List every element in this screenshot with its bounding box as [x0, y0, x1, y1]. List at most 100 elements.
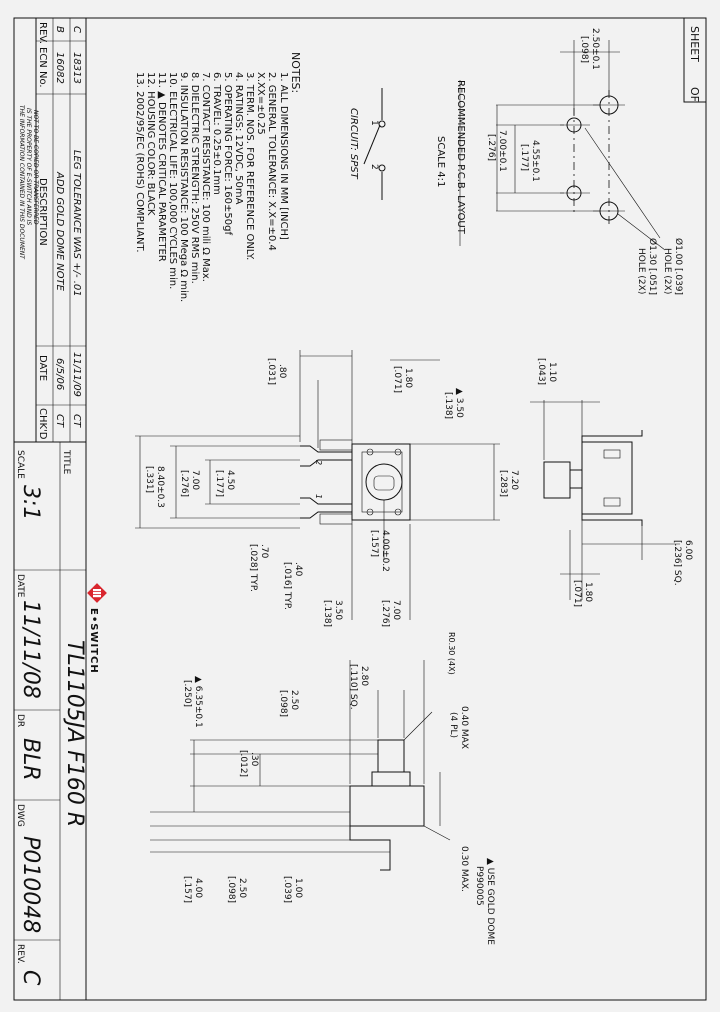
note-6: 6. TRAVEL: 0.25±0.1mm: [211, 72, 222, 195]
bottom-dim-7-00: 7.00: [391, 600, 401, 620]
note-4: 4. RATINGS: 12VDC, 50mA: [233, 72, 244, 205]
scale-label: SCALE: [15, 450, 25, 479]
front-dim-2-50: 2.50: [289, 690, 299, 710]
top-dim-3-50: ▲ 3.50: [454, 388, 464, 418]
desc-b: ADD GOLD DOME NOTE: [54, 171, 65, 292]
rev-b: B: [54, 26, 65, 33]
date-b: 6/5/06: [54, 358, 65, 390]
note-2: 2. GENERAL TOLERANCE: X.X=±0.4: [266, 72, 277, 251]
note-8: 8. DIELECTRIC STRENGTH: 250V RMS min.: [189, 72, 200, 284]
top-dim-1-80: 1.80: [403, 368, 413, 388]
front-dim-0-40: 0.40 MAX: [459, 706, 469, 749]
date-header: DATE: [37, 355, 48, 381]
front-dim-1-00-in: [.039]: [282, 876, 292, 903]
bottom-dim-0-40-in: [.016] TYP.: [282, 562, 292, 610]
desc-c: LEG TOLERANCE WAS +/- .01: [71, 150, 82, 297]
ecn-b: 16082: [54, 52, 65, 84]
top-view: 2 1 1.80 [.071] .80 [.031] ▲ 3.50 [.138]…: [135, 350, 519, 627]
disclaimer-line-2: IS THE PROPERTY OF E-SWITCH AND IS: [25, 108, 32, 225]
hole-large-count: HOLE (2X): [636, 248, 646, 294]
circuit-label: CIRCUIT: SPST: [348, 108, 359, 180]
ecn-header: ECN No.: [37, 47, 48, 88]
left-dim-8-40: 8.40±0.3: [155, 466, 165, 508]
side-dim-6-00-in: [.236] SQ.: [672, 540, 682, 586]
dwg-label: DWG: [15, 804, 25, 827]
description-header: DESCRIPTION: [37, 178, 48, 246]
front-dim-0-30-max: 0.30 MAX.: [459, 846, 469, 892]
front-dim-4-00: 4.00: [193, 878, 203, 898]
rev-value: C: [18, 970, 43, 986]
top-dim-0-80: .80: [277, 364, 287, 379]
front-dim-2-80: 2.80: [359, 666, 369, 686]
circuit-pin-1: 1: [369, 120, 379, 126]
disclaimer-line-3: NOT TO BE COPIED OR TRANSFERRED: [32, 110, 39, 225]
notes-block: NOTES: 1. ALL DIMENSIONS IN MM [INCH] 2.…: [134, 52, 302, 302]
pcb-dim-7-00-in: [.276]: [486, 134, 496, 161]
left-dim-8-40-in: [.331]: [144, 466, 154, 493]
brand-name: E•SWITCH: [88, 608, 99, 674]
side-dim-1-10: 1.10: [547, 362, 557, 382]
pcb-layout: RECOMMENDED P.C.B. LAYOUT SCALE 4:1 2.50…: [435, 28, 684, 295]
pin-2-top: 2: [314, 460, 323, 465]
of-label: OF: [688, 87, 701, 102]
title-label: TITLE: [61, 449, 71, 475]
pcb-dim-2-50-in: [.098]: [579, 36, 589, 63]
pcb-dim-4-55: 4.55±0.1: [530, 140, 540, 182]
dwg-value: P010048: [18, 836, 43, 933]
left-dim-7-00: 7.00: [190, 470, 200, 490]
revision-block: REV. ECN No. DESCRIPTION DATE CHK'D B 16…: [18, 17, 87, 443]
pcb-dim-7-00: 7.00±0.1: [497, 130, 507, 172]
chkd-header: CHK'D: [37, 408, 48, 440]
front-view: R0.30 (4X) 2.80 [.110] SQ. 2.50 [.098] 0…: [150, 632, 495, 945]
bottom-dim-7-00-in: [.276]: [380, 600, 390, 627]
pcb-title: RECOMMENDED P.C.B. LAYOUT: [455, 80, 466, 235]
hole-small-size: Ø1.00 [.039]: [673, 238, 684, 295]
rev-label: REV.: [15, 944, 25, 964]
date-value: 11/11/08: [18, 600, 43, 699]
left-dim-7-00-in: [.276]: [179, 470, 189, 497]
front-radius: R0.30 (4X): [447, 632, 456, 675]
circuit-diagram: 1 2 CIRCUIT: SPST: [348, 88, 386, 200]
hole-large-size: Ø1.30 [.051]: [647, 238, 658, 295]
top-dim-1-80-in: [.071]: [392, 366, 402, 393]
rev-header: REV.: [37, 22, 48, 44]
ecn-c: 18313: [71, 52, 82, 84]
bottom-dim-4-00: 4.00±0.2: [380, 530, 390, 572]
scale-value: 3:1: [18, 485, 43, 520]
date-c: 11/11/09: [71, 352, 82, 397]
side-dim-1-80-in: [.071]: [572, 580, 582, 607]
front-dim-6-35: ▲ 6.35±0.1: [193, 676, 203, 728]
front-dim-2-80-in: [.110] SQ.: [348, 664, 358, 710]
bottom-dim-0-70-in: [.028] TYP.: [248, 544, 258, 592]
left-dim-4-50: 4.50: [225, 470, 235, 490]
disclaimer-line-1: THE INFORMATION CONTAINED IN THIS DOCUME…: [18, 105, 25, 260]
note-1: 1. ALL DIMENSIONS IN MM [INCH]: [278, 72, 289, 240]
circuit-pin-2: 2: [369, 164, 379, 170]
note-2b: X.XX=±0.25: [255, 72, 266, 135]
bottom-dim-4-00-in: [.157]: [369, 530, 379, 557]
note-5: 5. OPERATING FORCE: 160±50gf: [222, 72, 233, 235]
sheet-border: [13, 17, 707, 1001]
rev-c: C: [71, 26, 82, 33]
chk-c: CT: [71, 414, 82, 428]
note-3: 3. TERM. NOS. FOR REFERENCE ONLY.: [244, 72, 255, 260]
note-11: 11. ▲ DENOTES CRITICAL PARAMETER: [156, 72, 167, 262]
notes-title: NOTES:: [289, 52, 302, 93]
note-9: 9. INSULATION RESISTANCE: 100 Mega Ω min…: [178, 72, 189, 302]
note-7: 7. CONTACT RESISTANCE: 100 mili Ω Max.: [200, 72, 211, 282]
bottom-dim-0-70: .70: [259, 544, 269, 559]
part-number: TL1105JA F160 R: [62, 640, 87, 827]
dr-value: BLR: [18, 738, 43, 781]
dr-label: DR: [15, 714, 25, 727]
gold-dome-note: ▲ USE GOLD DOME: [485, 858, 495, 945]
note-12: 12. HOUSING COLOR: BLACK: [145, 72, 156, 216]
gold-dome-part: P990005: [474, 866, 484, 906]
sheet-header: SHEET OF: [683, 17, 707, 103]
side-dim-6-00: 6.00: [683, 540, 693, 560]
pcb-scale: SCALE 4:1: [435, 136, 446, 187]
top-dim-0-80-in: [.031]: [266, 358, 276, 385]
chk-b: CT: [54, 414, 65, 428]
front-dim-4-00-in: [.157]: [182, 876, 192, 903]
sheet-label: SHEET: [688, 26, 701, 62]
front-dim-0-30-in: [.012]: [238, 750, 248, 777]
